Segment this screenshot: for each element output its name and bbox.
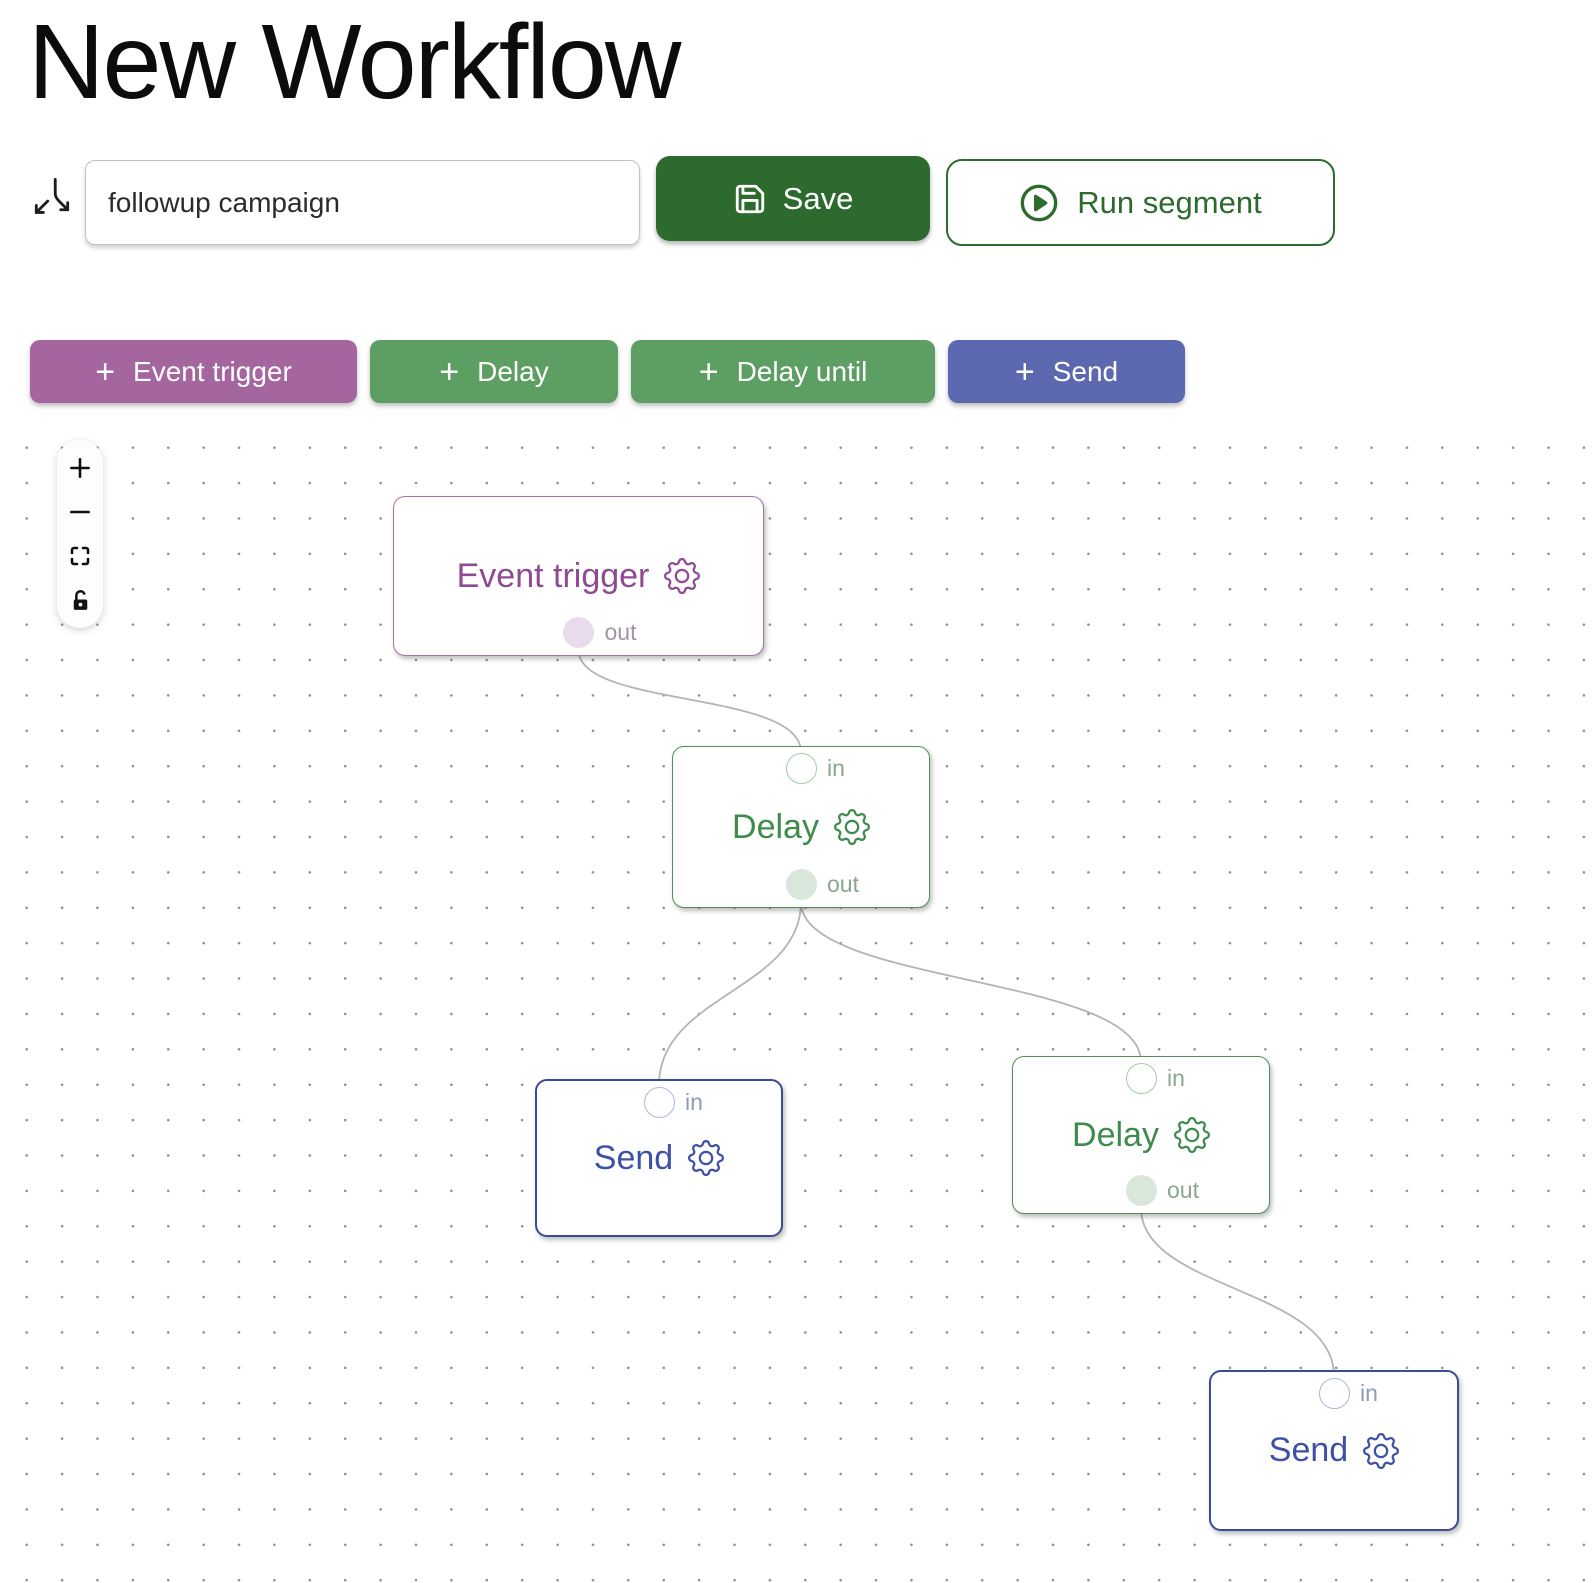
port-in: in: [1211, 1378, 1457, 1410]
add-send-button[interactable]: + Send: [948, 340, 1185, 403]
add-delay-label: Delay: [477, 355, 549, 387]
play-circle-icon: [1020, 184, 1058, 221]
in-handle[interactable]: [1318, 1378, 1350, 1409]
fit-view-button[interactable]: [58, 534, 102, 578]
workflow-canvas[interactable]: Event trigger out in Delay out: [0, 418, 1592, 1583]
edge-delay1-to-send1[interactable]: [658, 901, 802, 1086]
add-delay-until-label: Delay until: [736, 355, 868, 387]
out-label: out: [827, 871, 859, 897]
node-send-1[interactable]: in Send: [535, 1079, 783, 1237]
out-label: out: [604, 619, 637, 645]
in-handle[interactable]: [643, 1087, 675, 1118]
in-label: in: [685, 1089, 703, 1115]
edge-trigger-to-delay1[interactable]: [577, 649, 802, 753]
port-out: out: [1013, 1175, 1269, 1207]
unlock-icon: [73, 589, 87, 610]
in-label: in: [1360, 1380, 1378, 1406]
gear-icon[interactable]: [833, 809, 870, 845]
workflow-name-input[interactable]: [85, 160, 640, 245]
node-delay-1-title: Delay: [732, 807, 819, 846]
add-event-trigger-label: Event trigger: [133, 355, 292, 387]
node-delay-1[interactable]: in Delay out: [672, 746, 930, 908]
in-label: in: [1167, 1065, 1185, 1091]
fit-view-icon: [70, 546, 90, 566]
gear-icon[interactable]: [1173, 1117, 1210, 1153]
zoom-in-button[interactable]: [58, 446, 102, 490]
edge-delay1-to-delay2[interactable]: [800, 901, 1142, 1063]
in-handle[interactable]: [785, 753, 817, 784]
run-segment-button[interactable]: Run segment: [946, 159, 1335, 246]
plus-icon: +: [95, 352, 116, 391]
gear-icon[interactable]: [664, 558, 701, 594]
add-event-trigger-button[interactable]: + Event trigger: [30, 340, 357, 403]
node-delay-2[interactable]: in Delay out: [1012, 1056, 1270, 1214]
port-in: in: [537, 1087, 781, 1119]
port-out: out: [394, 617, 763, 649]
save-button[interactable]: Save: [656, 156, 930, 241]
run-segment-label: Run segment: [1077, 184, 1262, 220]
node-event-trigger-title: Event trigger: [456, 556, 650, 595]
node-delay-2-title: Delay: [1072, 1115, 1159, 1154]
plus-icon: +: [439, 352, 460, 391]
save-button-label: Save: [782, 180, 854, 216]
node-event-trigger[interactable]: Event trigger out: [393, 496, 764, 656]
add-delay-button[interactable]: + Delay: [370, 340, 618, 403]
plus-icon: [70, 458, 90, 478]
port-in: in: [1013, 1063, 1269, 1095]
canvas-controls: [57, 440, 103, 628]
node-send-2[interactable]: in Send: [1209, 1370, 1459, 1531]
plus-icon: +: [698, 352, 719, 391]
node-send-2-title: Send: [1268, 1431, 1349, 1469]
node-send-1-title: Send: [593, 1138, 674, 1177]
unlock-button[interactable]: [58, 578, 102, 622]
in-label: in: [827, 755, 845, 781]
zoom-out-button[interactable]: [58, 490, 102, 534]
port-out: out: [673, 869, 929, 901]
out-handle[interactable]: [1125, 1175, 1157, 1206]
plus-icon: +: [1014, 352, 1035, 391]
out-label: out: [1167, 1177, 1199, 1203]
workflow-split-icon: [34, 178, 70, 214]
minus-icon: [70, 510, 90, 514]
gear-icon[interactable]: [688, 1140, 725, 1176]
add-send-label: Send: [1052, 355, 1119, 387]
save-floppy-icon: [735, 184, 764, 213]
port-in: in: [673, 753, 929, 785]
in-handle[interactable]: [1125, 1063, 1157, 1094]
gear-icon[interactable]: [1363, 1432, 1400, 1469]
edge-delay2-to-send2[interactable]: [1140, 1207, 1335, 1377]
add-delay-until-button[interactable]: + Delay until: [631, 340, 935, 403]
page-title: New Workflow: [28, 3, 681, 121]
node-palette: + Event trigger + Delay + Delay until + …: [30, 340, 1185, 403]
out-handle[interactable]: [785, 869, 817, 900]
out-handle[interactable]: [563, 617, 594, 648]
